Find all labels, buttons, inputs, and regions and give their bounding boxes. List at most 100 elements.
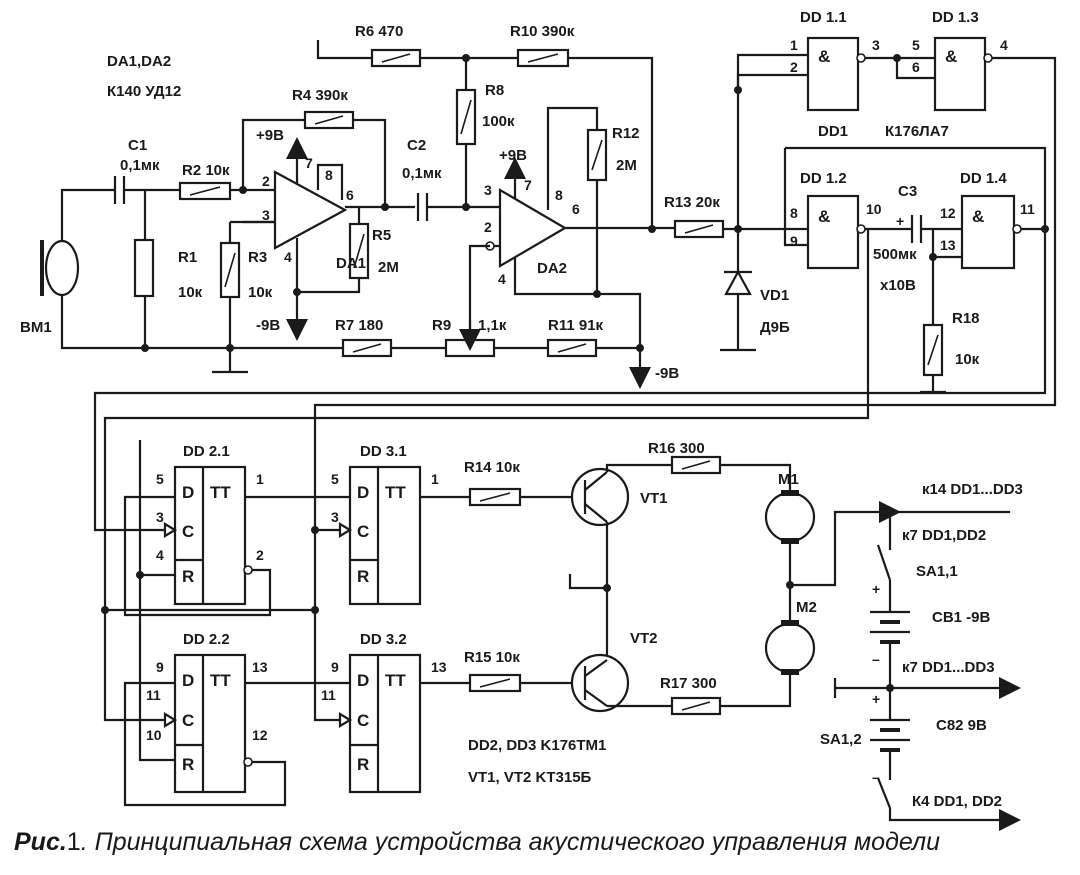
r1-ref: R1 — [178, 249, 197, 266]
c1-ref: C1 — [128, 137, 147, 154]
pin: 9 — [790, 233, 798, 249]
r8-value: 100к — [482, 113, 515, 130]
note-k14: к14 DD1...DD3 — [922, 481, 1023, 498]
pin: + — [896, 213, 904, 229]
pin: 3 — [331, 509, 339, 525]
pin: 4 — [156, 547, 164, 563]
r11-label: R11 91к — [548, 317, 604, 334]
resistor-r17 — [670, 696, 722, 716]
r5-value: 2М — [378, 259, 399, 276]
pin-r: R — [182, 567, 194, 586]
caption-prefix: Рис. — [14, 828, 67, 856]
trigger-dd2-2-label: DD 2.2 — [183, 631, 230, 648]
r16-label: R16 300 — [648, 440, 705, 457]
resistor-r12 — [586, 128, 608, 182]
pin-r: R — [357, 567, 369, 586]
tt-label: ТТ — [385, 671, 406, 690]
trigger-dd2-1-label: DD 2.1 — [183, 443, 230, 460]
gate-dd1-2 — [806, 194, 860, 270]
pin-c: C — [357, 711, 369, 730]
pin: 3 — [484, 182, 492, 198]
pin: 2 — [262, 173, 270, 189]
figure-caption: Рис.1. Принципиальная схема устройства а… — [14, 828, 1074, 857]
vt2-label: VT2 — [630, 630, 658, 647]
resistor-r3 — [219, 241, 241, 299]
r17-label: R17 300 — [660, 675, 717, 692]
r18-value: 10к — [955, 351, 980, 368]
pin: 13 — [252, 659, 268, 675]
pin: 8 — [325, 167, 333, 183]
gate-dd1-4 — [960, 194, 1016, 270]
opamp-da1 — [273, 170, 348, 250]
pin: – — [872, 651, 880, 667]
transistor-vt2 — [570, 653, 630, 713]
pin-d: D — [182, 671, 194, 690]
potentiometer-r9 — [444, 338, 496, 358]
m1-label: M1 — [778, 471, 799, 488]
pin: 3 — [156, 509, 164, 525]
and-symbol: & — [818, 47, 830, 66]
r13-label: R13 20к — [664, 194, 720, 211]
gate-dd1-2-label: DD 1.2 — [800, 170, 847, 187]
r2-label: R2 10к — [182, 162, 230, 179]
pin: – — [872, 769, 880, 785]
pin: 12 — [252, 727, 268, 743]
gate-dd1-1-label: DD 1.1 — [800, 9, 847, 26]
r8-ref: R8 — [485, 82, 504, 99]
pin: + — [872, 691, 880, 707]
trigger-dd2-1 — [173, 465, 247, 606]
pin: 3 — [872, 37, 880, 53]
pin: 13 — [431, 659, 447, 675]
pin: 6 — [912, 59, 920, 75]
trigger-dd3-1 — [348, 465, 422, 606]
power-minus9-da1: -9В — [256, 317, 280, 334]
battery-cb1 — [870, 610, 910, 644]
note-k4: К4 DD1, DD2 — [912, 793, 1002, 810]
pin: 8 — [790, 205, 798, 221]
c2-ref: C2 — [407, 137, 426, 154]
pin: 2 — [484, 219, 492, 235]
resistor-r13 — [673, 219, 725, 239]
note-dd2-dd3: DD2, DD3 K176TM1 — [468, 737, 606, 754]
pin-r: R — [182, 755, 194, 774]
pin: 3 — [262, 207, 270, 223]
trigger-dd3-2 — [348, 653, 422, 794]
pin: 7 — [524, 177, 532, 193]
ic-header-line2: К140 УД12 — [107, 83, 181, 100]
r6-label: R6 470 — [355, 23, 403, 40]
pin: 1 — [431, 471, 439, 487]
pin-c: C — [182, 522, 194, 541]
pin-c: C — [357, 522, 369, 541]
power-plus9-da2: +9В — [499, 147, 527, 164]
resistor-r7 — [341, 338, 393, 358]
pin: 4 — [1000, 37, 1008, 53]
note-k7a: к7 DD1,DD2 — [902, 527, 986, 544]
r18-ref: R18 — [952, 310, 980, 327]
r4-label: R4 390к — [292, 87, 348, 104]
caption-number: 1 — [66, 828, 81, 856]
gate-dd1-3-label: DD 1.3 — [932, 9, 979, 26]
k176la7-label: К176ЛА7 — [885, 123, 949, 140]
pin: 2 — [256, 547, 264, 563]
r9-ref: R9 — [432, 317, 451, 334]
pin-d: D — [182, 483, 194, 502]
sa1-1-label: SA1,1 — [916, 563, 958, 580]
resistor-r16 — [670, 455, 722, 475]
resistor-r10 — [516, 48, 570, 68]
r14-label: R14 10к — [464, 459, 520, 476]
pin-c: C — [182, 711, 194, 730]
c3-voltage: х10В — [880, 277, 916, 294]
bm1-label: BM1 — [20, 319, 52, 336]
capacitor-c2 — [416, 193, 429, 221]
trigger-dd2-2 — [173, 653, 247, 794]
tt-label: ТТ — [210, 671, 231, 690]
cb2-label: C82 9В — [936, 717, 987, 734]
pin: 6 — [572, 201, 580, 217]
capacitor-c3 — [910, 215, 923, 243]
motor-m1 — [764, 490, 816, 544]
pin: 4 — [498, 271, 506, 287]
r3-value: 10к — [248, 284, 273, 301]
note-vt1-vt2: VT1, VT2 KT315Б — [468, 769, 592, 786]
pin: 9 — [156, 659, 164, 675]
pin: 1 — [256, 471, 264, 487]
